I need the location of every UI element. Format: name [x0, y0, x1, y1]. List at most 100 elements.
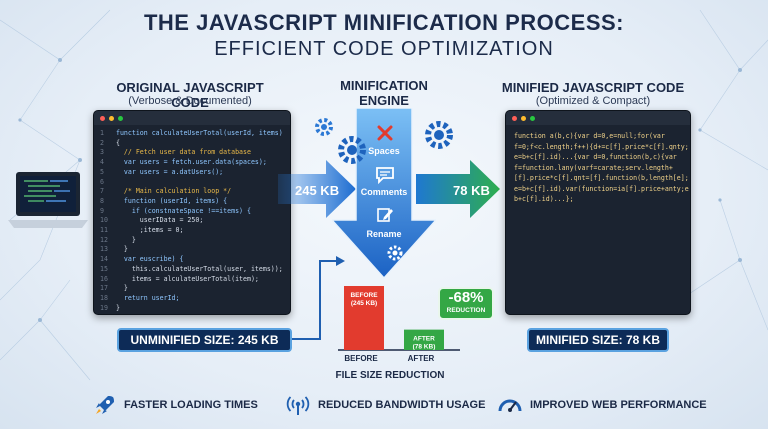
line-number: 2	[100, 138, 104, 147]
code-text: }	[112, 245, 128, 254]
minified-code-heading: MINIFIED JAVASCRIPT CODE	[501, 80, 685, 95]
edit-pencil-icon	[377, 208, 393, 222]
engine-heading-line1: MINIFICATION	[340, 78, 428, 93]
remove-x-icon	[377, 125, 393, 141]
feature-label: IMPROVED WEB PERFORMANCE	[530, 399, 707, 411]
chart-title: FILE SIZE REDUCTION	[335, 370, 445, 381]
code-text: if (constnateSpace !==items) {	[112, 206, 251, 215]
engine-step-comments: Comments	[360, 187, 408, 197]
line-number: 12	[100, 235, 108, 244]
rocket-icon	[96, 396, 114, 414]
line-number: 18	[100, 293, 108, 302]
reduction-percent: -68%	[448, 289, 484, 306]
line-number: 6	[100, 177, 104, 186]
engine-step-spaces: Spaces	[368, 146, 400, 156]
minified-code-line: [f].price*c[f].qnt=[f].function(b,length…	[514, 174, 689, 182]
code-line: 7 /* Main calculation loop */	[100, 187, 284, 197]
gear-icon	[425, 121, 453, 149]
minified-size-badge: MINIFIED SIZE: 78 KB	[527, 328, 669, 352]
code-line: 15 this.calculateUserTotal(user, items))…	[100, 265, 284, 275]
chart-bar-after	[404, 329, 444, 350]
window-titlebar	[506, 111, 690, 125]
line-number: 4	[100, 158, 104, 167]
code-text: }	[112, 235, 136, 244]
engine-funnel-arrow	[332, 108, 436, 280]
window-titlebar	[94, 111, 290, 125]
minified-code-line: f=function.lany(varf=carate;serv.length+	[514, 163, 673, 172]
code-line: 11 ;items = 0;	[100, 226, 284, 236]
output-size-label: 78 KB	[453, 183, 490, 198]
code-line: 10 userIData = 250;	[100, 216, 284, 226]
code-line: 6	[100, 178, 284, 188]
minified-code-line: f=0;f<c.length;f++){d+=c[f].price*c[f].q…	[514, 142, 689, 151]
output-arrow-icon	[416, 160, 500, 218]
code-text	[112, 313, 116, 314]
feature-label: FASTER LOADING TIMES	[124, 399, 258, 411]
chart-bar-label: (78 KB)	[413, 344, 436, 351]
signal-icon	[286, 396, 310, 415]
input-size-label: 245 KB	[295, 183, 340, 198]
chart-bar-label: BEFORE	[350, 292, 378, 299]
code-text: function calculateUserTotal(userId, item…	[112, 129, 283, 137]
line-number: 10	[100, 216, 108, 225]
line-number: 9	[100, 206, 104, 215]
code-text	[112, 178, 116, 186]
code-line: 12 }	[100, 236, 284, 246]
chart-bar-label: (245 KB)	[351, 300, 377, 307]
code-line: 8 function (userId, items) {	[100, 197, 284, 207]
minified-code-line: b+c[f].id)...};	[514, 195, 574, 203]
original-code-heading: ORIGINAL JAVASCRIPT CODE	[116, 80, 264, 110]
comment-bubble-icon	[376, 167, 394, 184]
code-line: 17 }	[100, 284, 284, 294]
code-text: // Fetch user data from database	[112, 148, 251, 157]
maximize-dot-icon	[530, 115, 535, 121]
code-line: 5 var users = a.datUsers();	[100, 168, 284, 178]
code-line: 13 }	[100, 245, 284, 255]
code-line: 9 if (constnateSpace !==items) {	[100, 207, 284, 217]
line-number: 14	[100, 255, 108, 264]
code-text: ;items = 0;	[112, 226, 184, 235]
code-text: var euscribe) {	[112, 255, 184, 264]
minimize-dot-icon	[521, 115, 526, 121]
minified-code-window: function a(b,c){var d=0,e=null;for(var f=…	[505, 110, 691, 315]
code-line: 14 var euscribe) {	[100, 255, 284, 265]
code-line: 16 items = alculateUserTotal(item);	[100, 275, 284, 285]
code-text: this.calculateUserTotal(user, items));	[112, 264, 283, 273]
gear-icon	[315, 118, 333, 136]
chart-bar-label: AFTER	[413, 336, 435, 343]
code-line: 4 var users = fetch.user.data(spaces);	[100, 158, 284, 168]
code-text: }	[112, 303, 120, 312]
original-code-subheading: (Verbose & Documented)	[128, 95, 252, 107]
gear-icon	[387, 245, 403, 261]
code-text: return userId;	[112, 293, 180, 302]
connector-arrow-icon	[292, 256, 345, 340]
feature-reduced-bandwidth: REDUCED BANDWIDTH USAGE	[286, 394, 485, 416]
file-size-chart: BEFORE(245 KB) AFTER(78 KB)	[338, 286, 460, 351]
code-line: 2 {	[100, 139, 284, 149]
line-number: 16	[100, 274, 108, 283]
engine-heading-line2: ENGINE	[359, 93, 409, 108]
feature-label: REDUCED BANDWIDTH USAGE	[318, 399, 486, 411]
code-line: 1 function calculateUserTotal(userId, it…	[100, 129, 284, 139]
minimize-dot-icon	[109, 115, 114, 121]
code-line: 18 return userId;	[100, 294, 284, 304]
line-number: 7	[100, 187, 104, 196]
speedometer-icon	[498, 399, 522, 412]
gear-icon	[338, 136, 366, 164]
original-code-window: 1 function calculateUserTotal(userId, it…	[93, 110, 291, 315]
page-subtitle: EFFICIENT CODE OPTIMIZATION	[214, 38, 554, 60]
code-line: 19 }	[100, 304, 284, 314]
engine-step-rename: Rename	[366, 229, 402, 239]
original-code-block: 1 function calculateUserTotal(userId, it…	[94, 125, 290, 314]
close-dot-icon	[512, 115, 517, 121]
feature-faster-loading: FASTER LOADING TIMES	[94, 394, 258, 416]
code-text: items = alculateUserTotal(item);	[112, 274, 259, 283]
line-number: 3	[100, 148, 104, 157]
code-text: }	[112, 284, 128, 293]
minified-code-line: function a(b,c){var d=0,e=null;for(var	[514, 132, 665, 140]
minified-code-subheading: (Optimized & Compact)	[535, 95, 651, 107]
line-number: 13	[100, 245, 108, 254]
line-number: 15	[100, 264, 108, 273]
minified-code-block: function a(b,c){var d=0,e=null;for(var f=…	[506, 125, 690, 211]
minified-code-line: e=b+c[f].id)...{var d=0,function(b,c){va…	[514, 153, 677, 161]
